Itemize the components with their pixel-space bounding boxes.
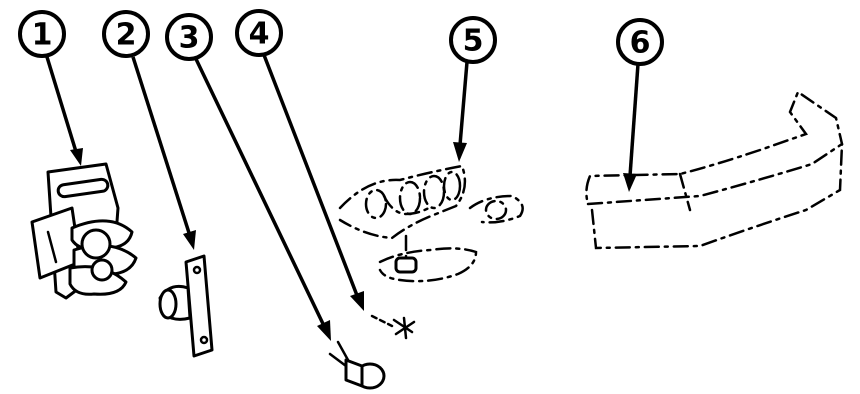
callout-3: 3 (165, 13, 213, 61)
callout-3-label: 3 (179, 21, 200, 56)
part-5-hinge-phantom (338, 164, 524, 283)
part-1-latch-assembly (30, 162, 138, 300)
leader-line-3 (194, 58, 331, 341)
leader-line-5 (453, 61, 469, 162)
callout-1-label: 1 (32, 18, 53, 53)
callout-4: 4 (235, 9, 283, 57)
part-4-fastener (370, 314, 416, 340)
callout-6-label: 6 (630, 26, 651, 61)
callout-6: 6 (616, 18, 664, 66)
callout-2: 2 (102, 10, 150, 58)
leader-line-1 (45, 56, 83, 166)
leader-line-4 (262, 54, 364, 311)
callout-4-label: 4 (249, 17, 270, 52)
callout-2-label: 2 (116, 18, 137, 53)
part-3-screw (328, 340, 386, 390)
leader-line-2 (131, 56, 196, 250)
part-6-handle-phantom (585, 90, 844, 250)
leader-line-6 (623, 63, 640, 192)
part-2-strike-plate (158, 254, 214, 358)
callout-5: 5 (449, 16, 497, 64)
callout-1: 1 (18, 10, 66, 58)
callout-5-label: 5 (463, 24, 484, 59)
